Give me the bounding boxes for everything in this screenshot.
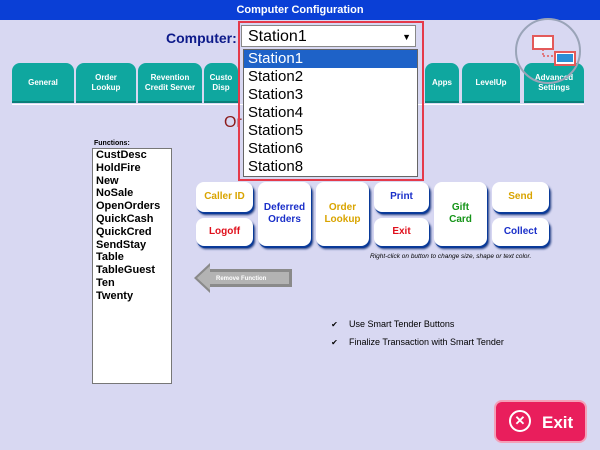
function-item[interactable]: TableGuest [96,264,156,277]
exit-grid-label: Exit [392,226,411,237]
smart-tender-label: Use Smart Tender Buttons [349,319,455,329]
computer-dropdown-list[interactable]: Station1 Station2 Station3 Station4 Stat… [243,49,418,177]
functions-list[interactable]: CustDesc HoldFire New NoSale OpenOrders … [92,148,172,384]
tab-levelup[interactable]: LevelUp [462,63,520,103]
caller-id-label: Caller ID [204,191,245,202]
finalize-option[interactable]: ✔ Finalize Transaction with Smart Tender [330,337,504,347]
finalize-label: Finalize Transaction with Smart Tender [349,337,504,347]
close-icon: ✕ [509,410,531,432]
function-item[interactable]: OpenOrders [96,200,161,213]
send-button[interactable]: Send [492,182,549,212]
tab-levelup-label: LevelUp [475,78,507,87]
finalize-checkbox[interactable]: ✔ [331,338,338,347]
panel-title: Or [224,114,242,131]
exit-grid-button[interactable]: Exit [374,218,429,246]
function-item[interactable]: Ten [96,276,115,289]
function-item[interactable]: Table [96,251,124,264]
dropdown-option[interactable]: Station3 [248,86,304,103]
window-title-bar: Computer Configuration [0,0,600,20]
button-hint-text: Right-click on button to change size, sh… [370,253,532,260]
computer-network-icon [515,18,581,84]
dropdown-option[interactable]: Station2 [248,68,304,85]
collect-button[interactable]: Collect [492,218,549,246]
caller-id-button[interactable]: Caller ID [196,182,253,212]
dropdown-highlight-box [238,21,424,181]
remove-function-button[interactable] [194,263,294,293]
tab-general-label: General [28,78,58,87]
tab-general[interactable]: General [12,63,74,103]
exit-button[interactable]: ✕ Exit [494,400,587,443]
print-button[interactable]: Print [374,182,429,212]
logoff-button[interactable]: Logoff [196,218,253,246]
smart-tender-option[interactable]: ✔ Use Smart Tender Buttons [330,319,454,329]
function-item[interactable]: QuickCred [96,225,152,238]
smart-tender-checkbox[interactable]: ✔ [331,320,338,329]
computer-select-value: Station1 [248,28,307,45]
computer-select[interactable]: Station1 ▼ [241,25,416,47]
remove-function-label: Remove Function [216,276,267,282]
send-label: Send [508,191,533,202]
logoff-label: Logoff [208,226,241,237]
computer-label: Computer: [166,30,237,46]
chevron-down-icon[interactable]: ▼ [402,32,411,42]
function-item[interactable]: HoldFire [96,161,141,174]
function-item[interactable]: QuickCash [96,212,154,225]
dropdown-option[interactable]: Station8 [248,158,304,175]
function-item[interactable]: Twenty [96,289,134,302]
dropdown-option[interactable]: Station6 [248,140,304,157]
dropdown-option[interactable]: Station4 [248,104,304,121]
print-label: Print [390,191,413,202]
tab-apps[interactable]: Apps [425,63,459,103]
dropdown-option[interactable]: Station5 [248,122,304,139]
window-title: Computer Configuration [236,4,364,16]
function-item[interactable]: CustDesc [96,149,147,161]
function-item[interactable]: New [96,174,119,187]
function-item[interactable]: NoSale [96,187,134,200]
functions-label: Functions: [94,140,130,147]
function-item[interactable]: SendStay [96,238,147,251]
tab-apps-label: Apps [432,78,452,87]
exit-label: Exit [542,413,574,432]
collect-label: Collect [503,226,538,237]
dropdown-option[interactable]: Station1 [244,50,417,68]
